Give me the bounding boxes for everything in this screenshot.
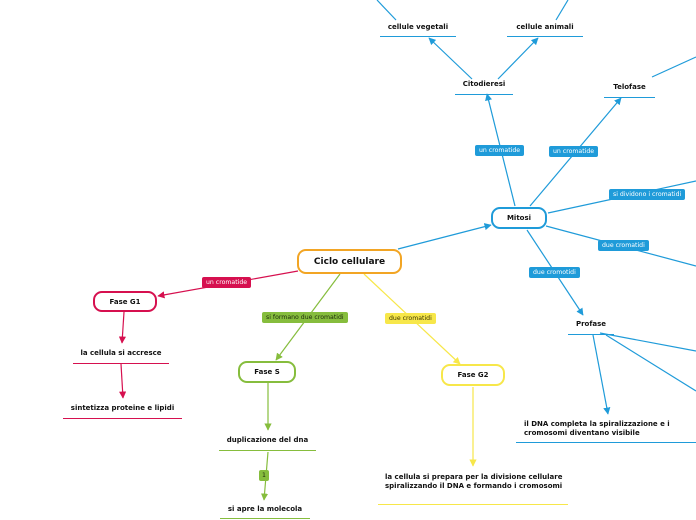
label-mitosi-telofase: un cromatide [549,146,599,157]
label-mitosi-profase: due cromotidi [529,267,580,278]
label-s-step: 1 [259,470,269,481]
link-animali-up [555,0,569,21]
link-vegetali-up [376,0,397,21]
underline-telofase [604,97,655,98]
node-mitosi[interactable]: Mitosi [491,207,547,229]
node-fase-g1[interactable]: Fase G1 [93,291,157,312]
link-citodieresi-animali [497,37,539,80]
topic-g1-proteine[interactable]: sintetizza proteine e lipidi [70,404,175,412]
underline-s-duplicazione [219,450,316,451]
link-telofase-out [651,56,696,78]
link-root-mitosi [397,223,492,250]
topic-s-molecola[interactable]: si apre la molecola [227,505,303,513]
label-root-g2: due cromatidi [385,313,436,324]
link-accresce-proteine [119,363,127,399]
topic-g2-detail[interactable]: la cellula si prepara per la divisione c… [385,473,563,490]
topic-cellule-animali[interactable]: cellule animali [516,23,574,31]
node-fase-g2[interactable]: Fase G2 [441,364,505,386]
underline-cellule-vegetali [380,36,456,37]
topic-g1-accresce[interactable]: la cellula si accresce [80,349,162,357]
topic-cellule-vegetali[interactable]: cellule vegetali [387,23,449,31]
topic-citodieresi[interactable]: Citodieresi [462,80,506,88]
underline-g1-proteine [63,418,182,419]
underline-g1-accresce [73,363,169,364]
underline-g2-detail [378,504,568,505]
label-mitosi-right2: due cromatidi [598,240,649,251]
label-mitosi-citodieresi: un cromatide [475,145,525,156]
underline-profase [568,334,614,335]
link-profase-right1 [599,332,696,352]
underline-s-molecola [220,518,310,519]
underline-profase-detail [516,442,696,443]
topic-profase-detail[interactable]: il DNA completa la spiralizzazione e i c… [524,420,670,437]
label-root-g1: un cromatide [202,277,252,288]
link-profase-detail [592,334,611,415]
link-profase-right2 [605,334,696,392]
root-node-ciclo-cellulare[interactable]: Ciclo cellulare [297,249,402,274]
link-g1-accresce [118,311,127,344]
node-fase-s[interactable]: Fase S [238,361,296,383]
topic-s-duplicazione[interactable]: duplicazione del dna [226,436,309,444]
link-citodieresi-vegetali [428,37,473,80]
underline-cellule-animali [507,36,583,37]
label-mitosi-right1: si dividono i cromatidi [609,189,686,200]
topic-telofase[interactable]: Telofase [613,83,646,91]
topic-profase[interactable]: Profase [575,320,607,328]
underline-citodieresi [455,94,513,95]
label-root-s: si formano due cromatidi [262,312,348,323]
